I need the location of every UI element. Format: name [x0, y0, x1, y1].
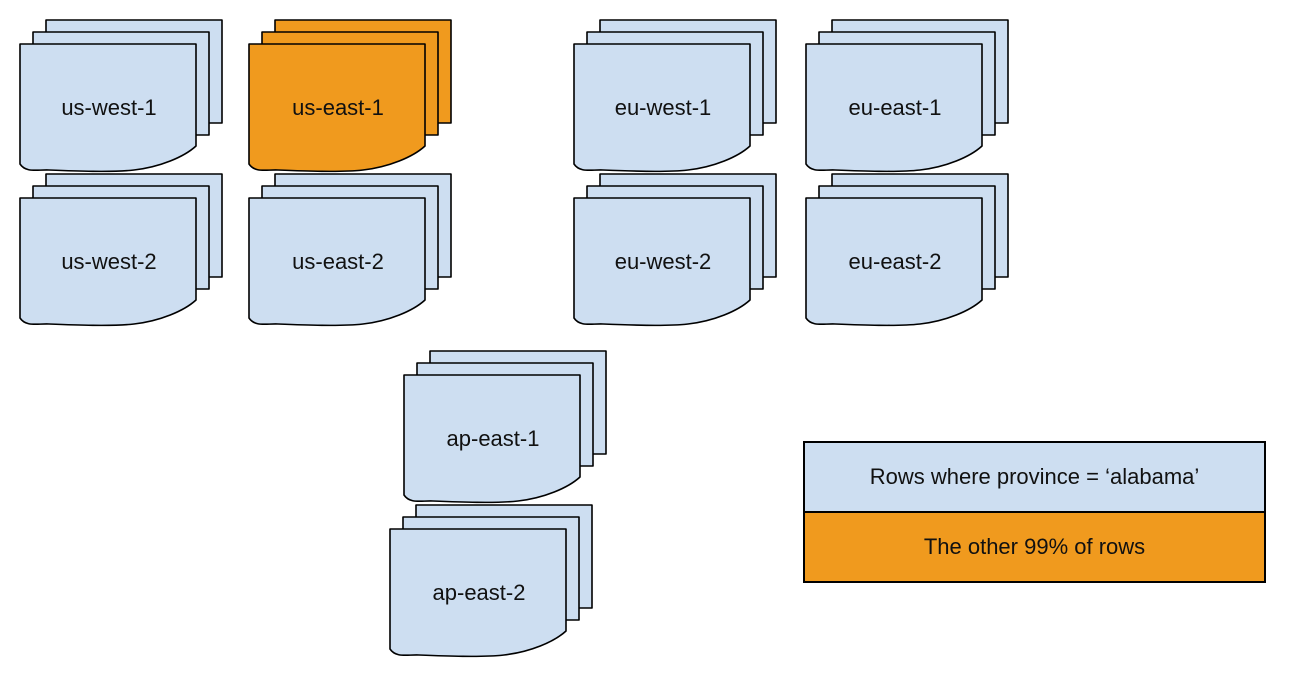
document-stack-eu-west-1: eu-west-1	[573, 19, 779, 177]
front-document-shape	[248, 43, 426, 173]
document-stack-shape: us-east-1	[248, 19, 452, 173]
front-document-shape	[573, 197, 751, 327]
front-document-shape	[248, 197, 426, 327]
document-stack-ap-east-2: ap-east-2	[389, 504, 595, 662]
document-stack-shape: eu-west-2	[573, 173, 777, 327]
document-stack-shape: ap-east-1	[403, 350, 607, 504]
document-stack-ap-east-1: ap-east-1	[403, 350, 609, 508]
legend-item-label: The other 99% of rows	[923, 534, 1146, 559]
document-stack-eu-west-2: eu-west-2	[573, 173, 779, 331]
stack-label: eu-west-2	[615, 249, 712, 274]
document-stack-us-east-1: us-east-1	[248, 19, 454, 177]
document-stack-shape: eu-west-1	[573, 19, 777, 173]
front-document-shape	[805, 43, 983, 173]
stack-label: us-east-1	[292, 95, 384, 120]
stack-label: eu-west-1	[615, 95, 712, 120]
stack-label: us-west-1	[61, 95, 156, 120]
document-stack-shape: us-west-1	[19, 19, 223, 173]
front-document-shape	[403, 374, 581, 504]
front-document-shape	[573, 43, 751, 173]
document-stack-us-west-1: us-west-1	[19, 19, 225, 177]
document-stack-shape: ap-east-2	[389, 504, 593, 658]
document-stack-eu-east-2: eu-east-2	[805, 173, 1011, 331]
front-document-shape	[805, 197, 983, 327]
document-stack-eu-east-1: eu-east-1	[805, 19, 1011, 177]
legend-item-alabama-rows: Rows where province = ‘alabama’	[805, 443, 1264, 511]
stack-label: eu-east-2	[849, 249, 942, 274]
legend-item-label: Rows where province = ‘alabama’	[869, 464, 1200, 489]
stack-label: ap-east-2	[433, 580, 526, 605]
front-document-shape	[19, 43, 197, 173]
stack-label: ap-east-1	[447, 426, 540, 451]
stack-label: us-west-2	[61, 249, 156, 274]
stack-label: eu-east-1	[849, 95, 942, 120]
front-document-shape	[19, 197, 197, 327]
document-stack-shape: us-west-2	[19, 173, 223, 327]
document-stack-shape: us-east-2	[248, 173, 452, 327]
legend: Rows where province = ‘alabama’ The othe…	[803, 441, 1266, 583]
document-stack-shape: eu-east-1	[805, 19, 1009, 173]
legend-item-other-rows: The other 99% of rows	[805, 511, 1264, 581]
document-stack-shape: eu-east-2	[805, 173, 1009, 327]
document-stack-us-west-2: us-west-2	[19, 173, 225, 331]
stack-label: us-east-2	[292, 249, 384, 274]
front-document-shape	[389, 528, 567, 658]
document-stack-us-east-2: us-east-2	[248, 173, 454, 331]
